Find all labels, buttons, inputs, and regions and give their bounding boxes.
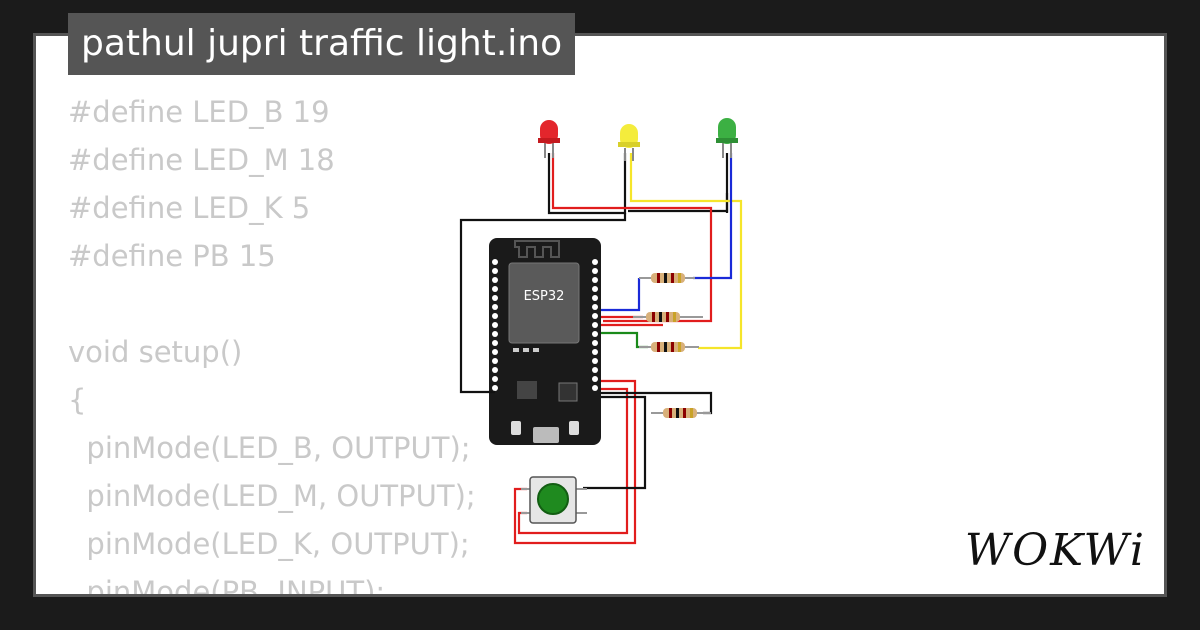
resistor-icon: [651, 408, 711, 418]
yellow-led-icon: [618, 124, 640, 161]
code-line: {: [68, 383, 87, 417]
esp32-board-icon: ESP32: [489, 238, 601, 445]
pushbutton-icon: [521, 476, 587, 524]
code-line: #define LED_M 18: [68, 143, 335, 177]
red-led-icon: [538, 120, 560, 158]
code-preview: #define LED_B 19 #define LED_M 18 #define …: [68, 88, 476, 597]
code-line: pinMode(LED_M, OUTPUT);: [68, 479, 476, 513]
board-label: ESP32: [524, 289, 565, 304]
resistor-icon: [633, 312, 703, 322]
code-line: pinMode(LED_B, OUTPUT);: [68, 431, 471, 465]
code-line: pinMode(LED_K, OUTPUT);: [68, 527, 470, 561]
project-title: pathul jupri traffic light.ino: [68, 13, 576, 75]
code-line: pinMode(PB, INPUT);: [68, 575, 386, 597]
green-led-icon: [716, 118, 738, 158]
code-line: void setup(): [68, 335, 243, 369]
resistor-icon: [639, 273, 695, 283]
code-line: #define LED_K 5: [68, 191, 311, 225]
wokwi-logo: WOKWi: [964, 525, 1146, 576]
code-line: #define PB 15: [68, 239, 276, 273]
resistor-icon: [639, 342, 699, 352]
project-preview-card: #define LED_B 19 #define LED_M 18 #define …: [33, 33, 1167, 597]
circuit-diagram: ESP32: [459, 118, 743, 545]
code-line: #define LED_B 19: [68, 95, 330, 129]
